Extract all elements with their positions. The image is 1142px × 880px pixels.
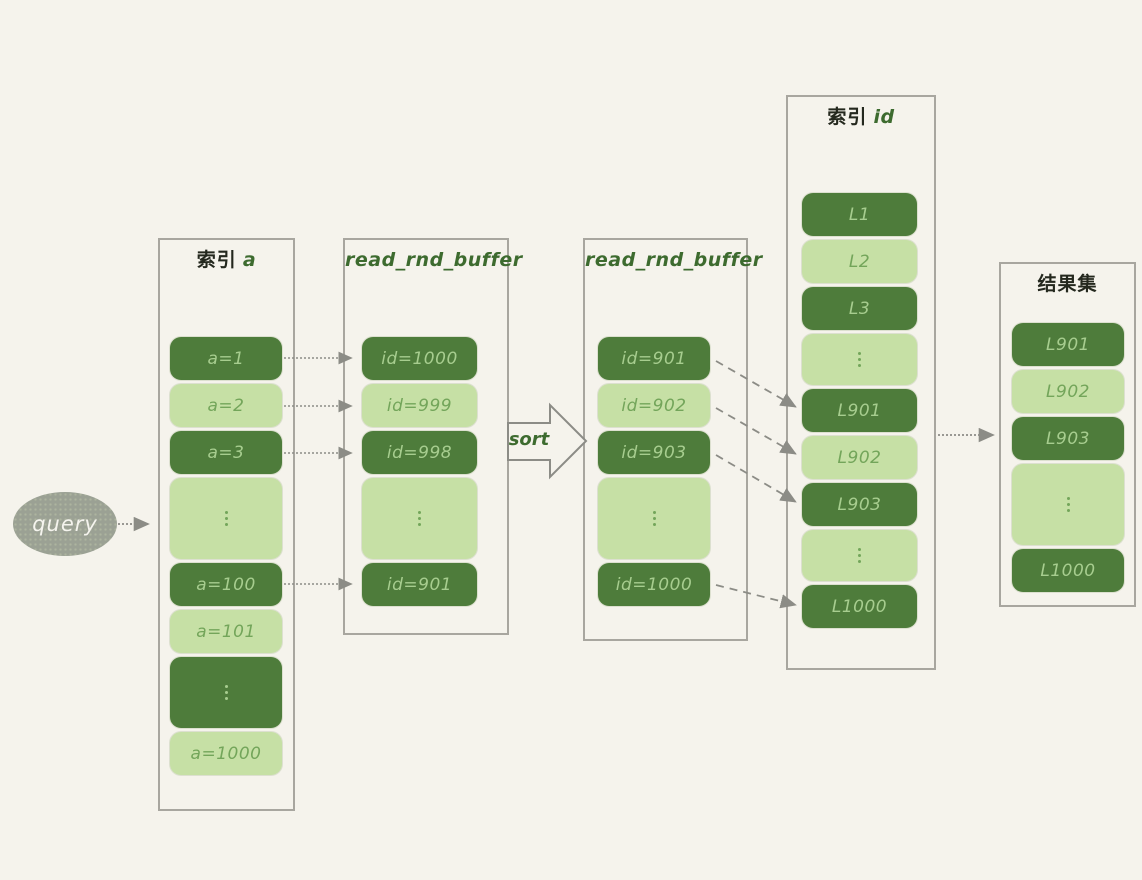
ellipsis-cell <box>802 530 917 581</box>
record-cell-a-3: a=3 <box>170 431 282 474</box>
record-cell-id-903: id=903 <box>598 431 710 474</box>
record-cell-a-1: a=1 <box>170 337 282 380</box>
record-cell-l902: L902 <box>1012 370 1124 413</box>
record-cell-id-1000: id=1000 <box>598 563 710 606</box>
read-rnd-buffer-sorted-title: read_rnd_buffer <box>585 248 762 272</box>
ellipsis-cell <box>1012 464 1124 545</box>
index-a-title: 索引 a <box>160 248 293 272</box>
index-id-title-latin: id <box>873 106 895 128</box>
record-cell-id-901: id=901 <box>362 563 477 606</box>
ellipsis-cell <box>170 657 282 728</box>
record-cell-a-100: a=100 <box>170 563 282 606</box>
index-id-title-zh: 索引 <box>827 106 868 128</box>
record-cell-l903: L903 <box>1012 417 1124 460</box>
query-node: query <box>13 492 117 556</box>
record-cell-l901: L901 <box>802 389 917 432</box>
record-cell-l2: L2 <box>802 240 917 283</box>
record-cell-a-101: a=101 <box>170 610 282 653</box>
read-rnd-buffer-unsorted-title-latin: read_rnd_buffer <box>345 249 523 271</box>
record-cell-id-999: id=999 <box>362 384 477 427</box>
index-a-title-latin: a <box>242 249 257 271</box>
record-cell-id-998: id=998 <box>362 431 477 474</box>
record-cell-l3: L3 <box>802 287 917 330</box>
index-id-title: 索引 id <box>788 105 934 129</box>
record-cell-l901: L901 <box>1012 323 1124 366</box>
ellipsis-cell <box>170 478 282 559</box>
record-cell-l1000: L1000 <box>802 585 917 628</box>
result-set-title: 结果集 <box>1001 272 1134 296</box>
index-a-title-zh: 索引 <box>196 249 237 271</box>
record-cell-l903: L903 <box>802 483 917 526</box>
record-cell-id-1000: id=1000 <box>362 337 477 380</box>
result-set-title-zh: 结果集 <box>1037 273 1098 295</box>
ellipsis-cell <box>362 478 477 559</box>
query-label: query <box>32 512 98 536</box>
sort-label: sort <box>508 429 550 450</box>
record-cell-id-902: id=902 <box>598 384 710 427</box>
record-cell-a-1000: a=1000 <box>170 732 282 775</box>
record-cell-l902: L902 <box>802 436 917 479</box>
read-rnd-buffer-sorted-title-latin: read_rnd_buffer <box>585 249 763 271</box>
read-rnd-buffer-unsorted-title: read_rnd_buffer <box>345 248 522 272</box>
record-cell-l1000: L1000 <box>1012 549 1124 592</box>
record-cell-l1: L1 <box>802 193 917 236</box>
record-cell-a-2: a=2 <box>170 384 282 427</box>
ellipsis-cell <box>802 334 917 385</box>
ellipsis-cell <box>598 478 710 559</box>
record-cell-id-901: id=901 <box>598 337 710 380</box>
